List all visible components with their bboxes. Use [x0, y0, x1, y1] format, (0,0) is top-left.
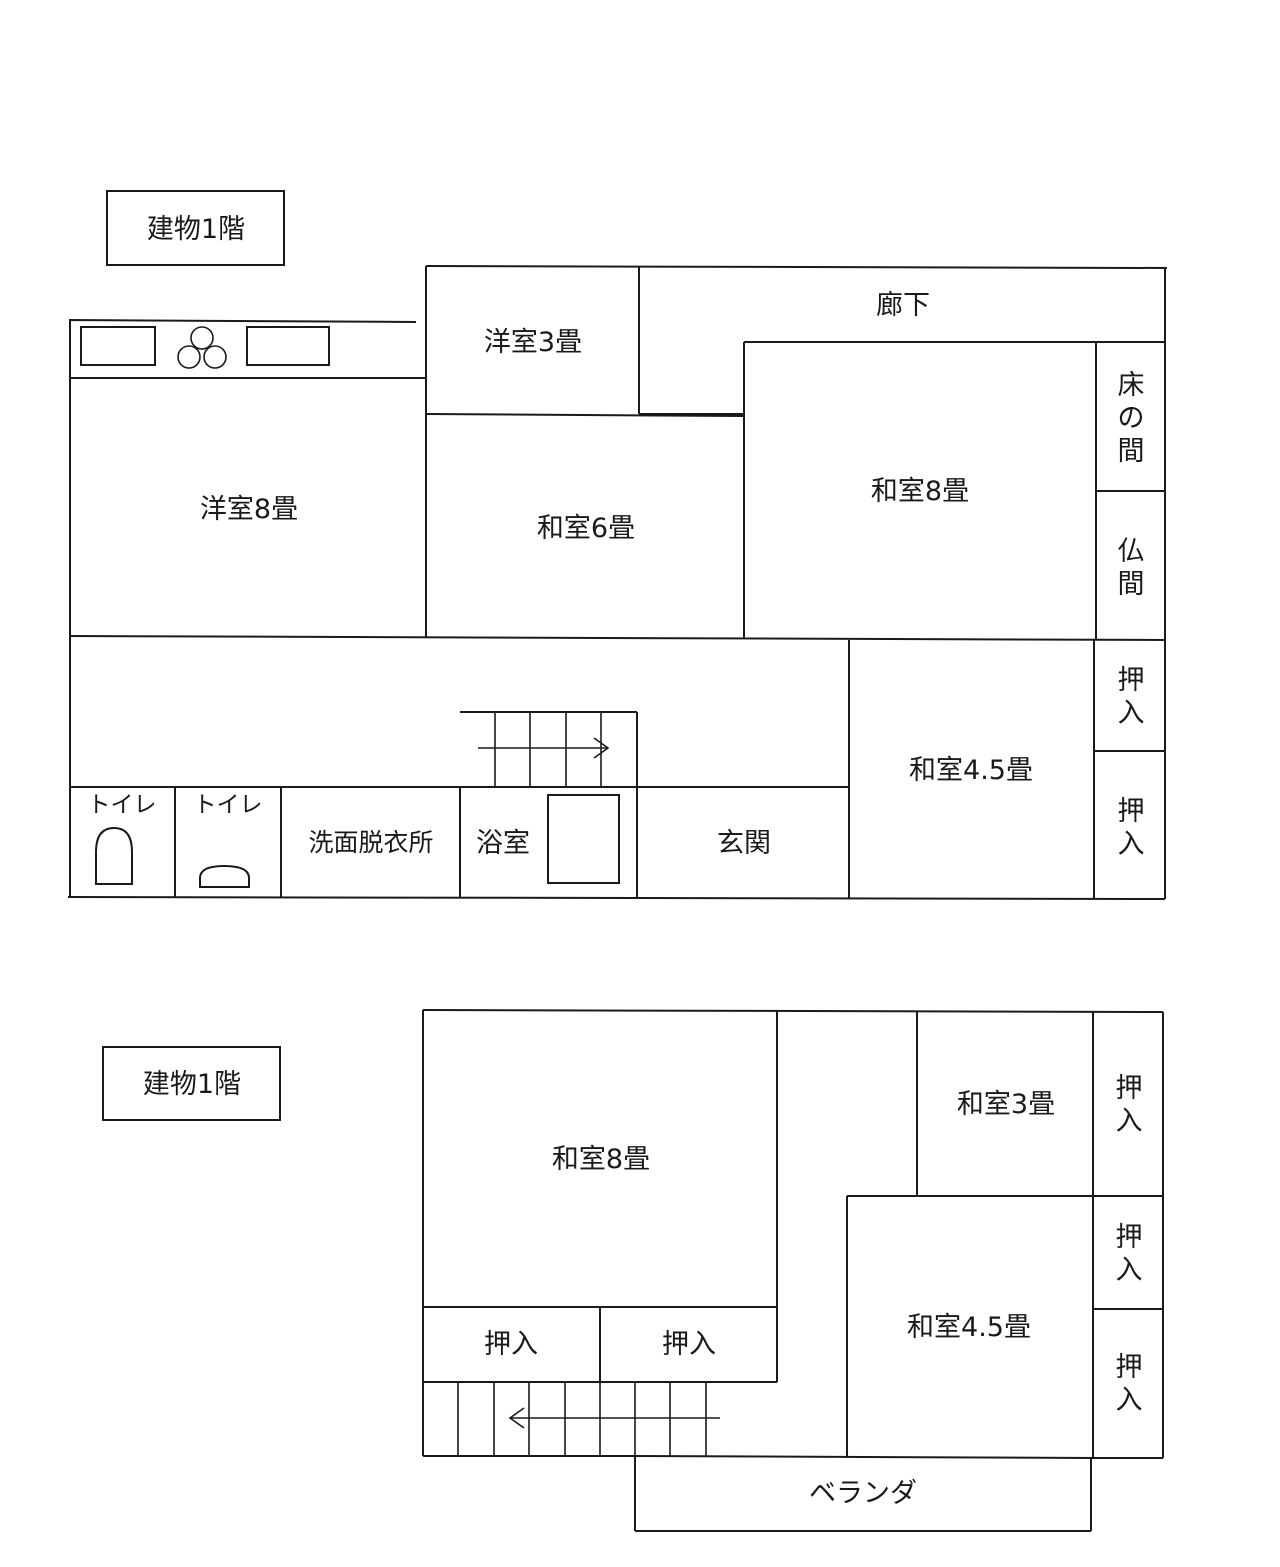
room-washitsu-45: 和室4.5畳 — [907, 1312, 1031, 1343]
room-toilet-2: トイレ — [194, 792, 263, 818]
floor1-plan: 建物1階 — [67, 190, 1168, 900]
room-washitsu-6: 和室6畳 — [537, 513, 635, 544]
room-oshiire-2: 押入 — [1118, 796, 1145, 860]
sink-right — [246, 326, 330, 366]
room-senmen-datsuijo: 洗面脱衣所 — [308, 828, 433, 857]
floor2-stairs — [457, 1382, 720, 1456]
stairs-up-arrow-icon — [593, 737, 610, 759]
room-washitsu-8: 和室8畳 — [871, 476, 969, 507]
room-oshiire-3: 押入 — [1116, 1352, 1143, 1416]
room-yokushitsu: 浴室 — [476, 828, 530, 859]
stairs-down-arrow-icon — [508, 1407, 525, 1429]
room-washitsu-8: 和室8畳 — [552, 1144, 650, 1175]
room-toilet-1: トイレ — [88, 792, 157, 818]
room-youshitsu-3: 洋室3畳 — [484, 327, 582, 358]
kitchen-counter-outline — [69, 318, 417, 378]
room-butsuma: 仏間 — [1118, 536, 1145, 600]
floor2-plan: 建物1階 — [102, 1009, 1164, 1532]
floor1-stairs — [460, 711, 637, 787]
toilet-fixture-icon — [95, 826, 133, 885]
floor2-label-box — [102, 1046, 281, 1121]
bathtub-icon — [547, 794, 620, 884]
room-oshiire-5: 押入 — [662, 1329, 716, 1360]
room-oshiire-4: 押入 — [484, 1329, 538, 1360]
sink-left — [80, 326, 156, 366]
floor1-label: 建物1階 — [147, 214, 245, 245]
room-oshiire-1: 押入 — [1118, 665, 1145, 729]
floor2-label: 建物1階 — [143, 1069, 241, 1100]
urinal-fixture-icon — [199, 864, 250, 888]
room-rouka: 廊下 — [876, 290, 930, 321]
room-tokonoma: 床の間 — [1118, 370, 1145, 467]
room-oshiire-2: 押入 — [1116, 1222, 1143, 1286]
room-veranda: ベランダ — [809, 1478, 917, 1509]
room-washitsu-45: 和室4.5畳 — [909, 755, 1033, 786]
room-genkan: 玄関 — [717, 828, 771, 859]
room-washitsu-3: 和室3畳 — [957, 1089, 1055, 1120]
stove-burners-icon — [177, 326, 227, 369]
room-youshitsu-8: 洋室8畳 — [200, 494, 298, 525]
floor1-label-box — [106, 190, 285, 266]
room-oshiire-1: 押入 — [1116, 1073, 1143, 1137]
